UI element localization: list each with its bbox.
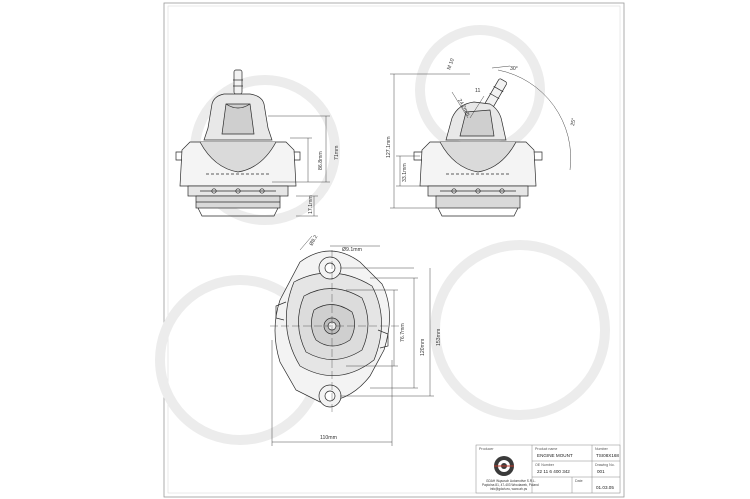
- dim-right-low: 33.1mm: [402, 163, 408, 182]
- dim-top-inner: 76.7mm: [400, 323, 406, 342]
- header-number: Number: [595, 447, 609, 451]
- drawing-number: 001: [597, 469, 605, 474]
- watermark-logo: [155, 25, 610, 445]
- dim-right-stud: M 10: [446, 58, 456, 71]
- product-name: ENGINE MOUNT: [537, 453, 573, 458]
- dim-top-width: 110mm: [320, 435, 337, 441]
- dim-top-total: 153mm: [436, 329, 442, 346]
- top-view-dimensions: [271, 235, 434, 446]
- company-logo: [494, 456, 514, 476]
- side-view-right-dimensions: [390, 65, 571, 209]
- top-view: [270, 250, 400, 414]
- header-oe-number: OE Number: [535, 463, 555, 467]
- oe-number: 22 11 6 400 342: [537, 469, 570, 474]
- title-block: [475, 444, 621, 494]
- dim-top-hole: Ø8.2: [309, 234, 320, 247]
- side-view-right: [413, 78, 543, 217]
- company-line1: GDAH Wąsosch Automotive S.R.L.: [486, 479, 536, 483]
- side-view-left-dimensions: [268, 115, 330, 217]
- drawing-frame: [167, 5, 621, 494]
- dim-left-total: 86.8mm: [318, 151, 324, 170]
- dim-left-base: 17.1mm: [308, 195, 314, 214]
- header-producer: Producer: [479, 447, 494, 451]
- part-number: TSI08X168: [596, 453, 619, 458]
- sheet-border: [163, 2, 625, 498]
- dim-right-angle-small: 11: [475, 88, 480, 94]
- company-line2: Papiolna 81, 47-403 Wrocławek, Poland: [482, 483, 539, 487]
- drawing-date: 01.03.05: [596, 485, 614, 490]
- company-line3: info@gdah.eu, www.ah.ps: [490, 487, 527, 491]
- side-view-left: [175, 69, 301, 217]
- dim-top-diameter: Ø9.1mm: [342, 247, 362, 253]
- header-product-name: Product name: [535, 447, 557, 451]
- header-drawing-no: Drawing No.: [595, 463, 615, 467]
- dim-right-angle: 30°: [510, 66, 518, 72]
- header-date: Date: [575, 479, 583, 483]
- dim-top-height: 120mm: [420, 339, 426, 356]
- dim-right-height: 127.1mm: [386, 136, 392, 158]
- dim-left-partial: 71mm: [334, 146, 340, 160]
- dim-right-arc: 25°: [570, 118, 577, 127]
